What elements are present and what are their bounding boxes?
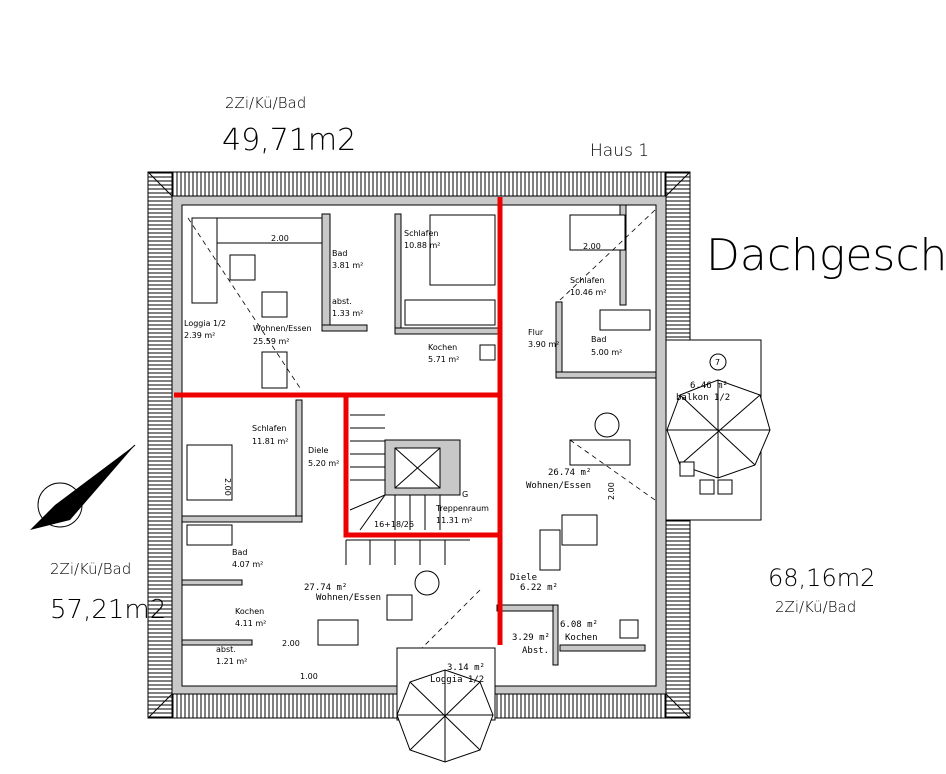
apartment-area-right: 68,16m2 [768, 564, 875, 592]
room-area: 3.81 m² [332, 261, 363, 270]
room-area: 3.90 m² [528, 340, 559, 349]
room-name: Kochen [428, 343, 457, 352]
room-name: abst. [216, 645, 236, 654]
room-name: abst. [332, 297, 352, 306]
room-area: 10.88 m² [404, 241, 440, 250]
room-name: Flur [528, 328, 544, 337]
room-name: Wohnen/Essen [526, 481, 591, 491]
room-name: Wohnen/Essen [316, 593, 381, 603]
room-name: Loggia 1/2 [184, 319, 226, 328]
room-area: 25.59 m² [253, 337, 289, 346]
room-area: 11.31 m² [436, 516, 472, 525]
room-area: 10.46 m² [570, 288, 606, 297]
fire-walls [174, 197, 503, 645]
room-area: 1.21 m² [216, 657, 247, 666]
room-name: Wohnen/Essen [253, 324, 312, 333]
room-name: Abst. [522, 646, 549, 656]
room-area: 5.71 m² [428, 355, 459, 364]
loggia-bottom [396, 647, 496, 763]
room-name: Bad [332, 249, 347, 258]
room-area: 5.00 m² [591, 348, 622, 357]
room-area: 4.11 m² [235, 619, 266, 628]
dimension: 2.00 [583, 242, 601, 251]
room-area: 1.33 m² [332, 309, 363, 318]
room-area: 4.07 m² [232, 560, 263, 569]
room-area: 11.81 m² [252, 437, 288, 446]
room-area: 3.29 m² [512, 633, 550, 643]
dimension: 2.00 [607, 482, 616, 500]
room-area: 27.74 m² [304, 583, 347, 593]
floor-title: Dachgeschoss [706, 230, 946, 281]
dimension: 2.00 [271, 234, 289, 243]
stair-label: 16+18/26 [374, 520, 414, 529]
stair-mark: G [462, 490, 468, 499]
apartment-type-right: 2Zi/Kü/Bad [775, 598, 856, 616]
dimension-labels: 16+18/26 G 2.00 2.00 2.00 1.00 2.00 2.00 [223, 234, 616, 681]
room-name: Schlafen [252, 424, 286, 433]
room-name: Diele [510, 573, 537, 583]
room-name: Kochen [565, 633, 598, 643]
room-name: Kochen [235, 607, 264, 616]
room-area: 2.39 m² [184, 331, 215, 340]
room-area: 6.22 m² [520, 583, 558, 593]
balcony: 7 [665, 339, 771, 521]
interior-walls [181, 204, 657, 666]
room-name: Loggia 1/2 [430, 675, 484, 685]
room-name: Bad [591, 335, 606, 344]
north-arrow-icon [30, 444, 136, 530]
balcony-marker: 7 [715, 358, 720, 367]
building-label: Haus 1 [590, 141, 649, 161]
room-labels: Loggia 1/2 2.39 m² Wohnen/Essen 25.59 m²… [184, 229, 730, 685]
staircase [345, 414, 470, 565]
apartment-area-left: 57,21m2 [50, 595, 166, 625]
apartment-type-left: 2Zi/Kü/Bad [50, 560, 131, 578]
room-area: 3.14 m² [447, 663, 485, 673]
room-name: Diele [308, 446, 329, 455]
room-area: 5.20 m² [308, 459, 339, 468]
dimension: 2.00 [282, 639, 300, 648]
room-name: Bad [232, 548, 247, 557]
dimension: 1.00 [300, 672, 318, 681]
apartment-area-top: 49,71m2 [222, 123, 356, 158]
room-area: 26.74 m² [548, 468, 591, 478]
room-name: Schlafen [570, 276, 604, 285]
room-name: balkon 1/2 [676, 393, 730, 403]
room-name: Schlafen [404, 229, 438, 238]
room-area: 6.46 m² [690, 381, 728, 391]
apartment-type-top: 2Zi/Kü/Bad [225, 94, 306, 112]
dimension: 2.00 [223, 478, 232, 496]
room-name: Treppenraum [435, 504, 489, 513]
room-area: 6.08 m² [560, 620, 598, 630]
furniture [186, 209, 656, 651]
